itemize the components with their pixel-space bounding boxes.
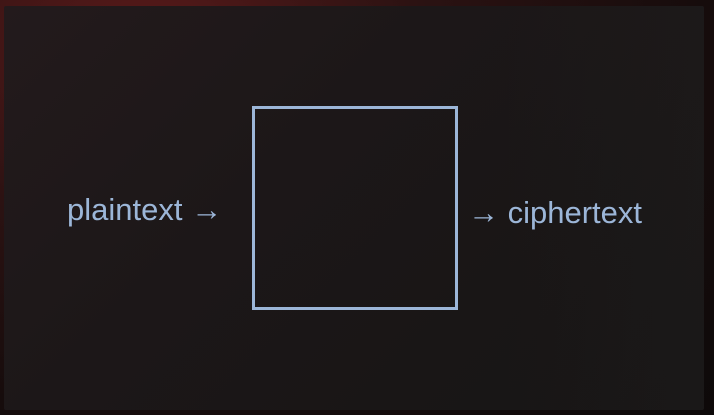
cipher-box xyxy=(252,106,458,310)
plaintext-label: plaintext → xyxy=(67,192,223,227)
ciphertext-label: → ciphertext xyxy=(468,195,643,230)
slide-screen: plaintext → → ciphertext xyxy=(4,6,704,410)
screen-glare xyxy=(504,6,704,410)
